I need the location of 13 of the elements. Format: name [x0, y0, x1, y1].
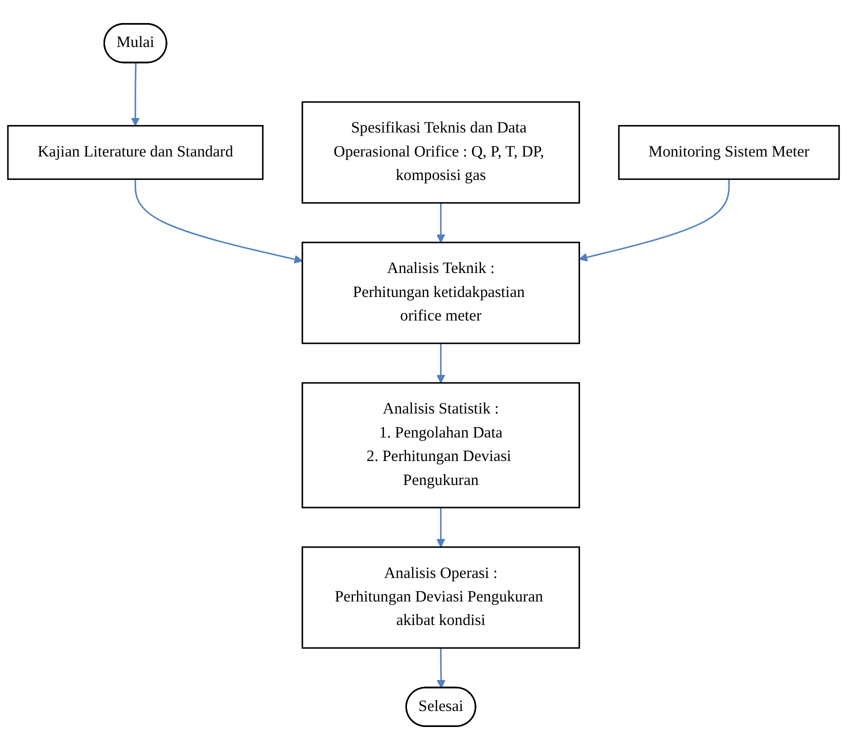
arrow	[134, 179, 303, 264]
node-box: Analisis Teknik : Perhitungan ketidakpastian orifice meter	[302, 242, 580, 344]
arrow	[436, 508, 446, 548]
arrow	[436, 648, 446, 688]
node-box: Monitoring Sistem Meter	[618, 125, 840, 180]
arrow	[436, 202, 446, 243]
node-box: Kajian Literature dan Standard	[7, 125, 264, 180]
node-box: Spesifikasi Teknis dan Data Operasional Orifice : Q, P, T, DP, komposisi gas	[302, 101, 580, 204]
arrow	[578, 179, 730, 262]
node-box: Analisis Statistik : 1. Pengolahan Data 2. Perhitungan Deviasi Pengukuran	[302, 382, 580, 508]
node-box: Analisis Operasi : Perhitungan Deviasi Pengukuran akibat kondisi	[302, 546, 580, 649]
arrow	[436, 343, 446, 384]
arrow	[131, 62, 140, 126]
